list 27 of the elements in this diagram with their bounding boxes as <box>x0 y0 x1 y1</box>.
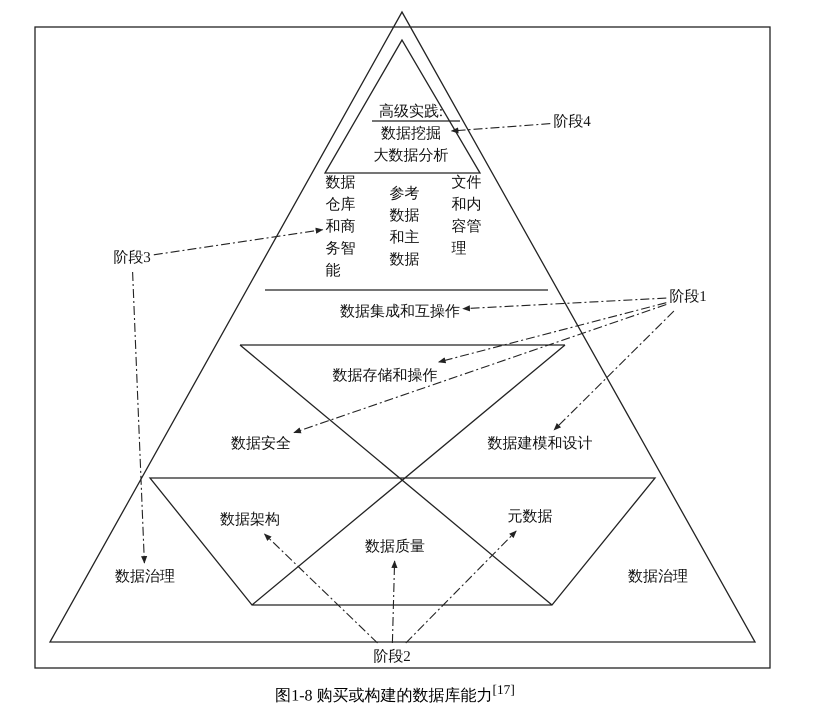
arrow <box>154 228 324 256</box>
arrow <box>462 298 666 312</box>
stage-label: 阶段4 <box>553 111 591 133</box>
region-label: 数据治理 <box>115 566 175 588</box>
region-label: 数据集成和互操作 <box>340 301 460 323</box>
region-label: 文件和内容管理 <box>452 172 482 260</box>
region-label: 数据架构 <box>220 509 280 531</box>
region-label: 参考数据和主数据 <box>390 183 420 271</box>
stage-label: 阶段2 <box>373 646 411 668</box>
region-label: 数据建模和设计 <box>488 433 592 455</box>
region-label: 元数据 <box>508 506 552 528</box>
region-label: 数据仓库和商务智能 <box>326 172 356 282</box>
arrow <box>450 123 550 134</box>
region-label: 数据质量 <box>365 536 425 558</box>
arrow <box>293 304 666 434</box>
stage-label: 阶段1 <box>669 286 707 308</box>
arrow <box>438 302 666 364</box>
arrow <box>391 560 398 644</box>
region-label: 数据治理 <box>628 566 688 588</box>
arrow <box>554 310 674 431</box>
stage-label: 阶段3 <box>113 247 151 269</box>
arrow <box>405 530 517 644</box>
arrow <box>264 533 378 644</box>
region-label: 数据存储和操作 <box>332 365 438 387</box>
region-label: 数据安全 <box>231 433 291 455</box>
arrow <box>132 272 148 564</box>
figure-caption: 图1-8 购买或构建的数据库能力$^{[17]}$ <box>275 682 515 706</box>
